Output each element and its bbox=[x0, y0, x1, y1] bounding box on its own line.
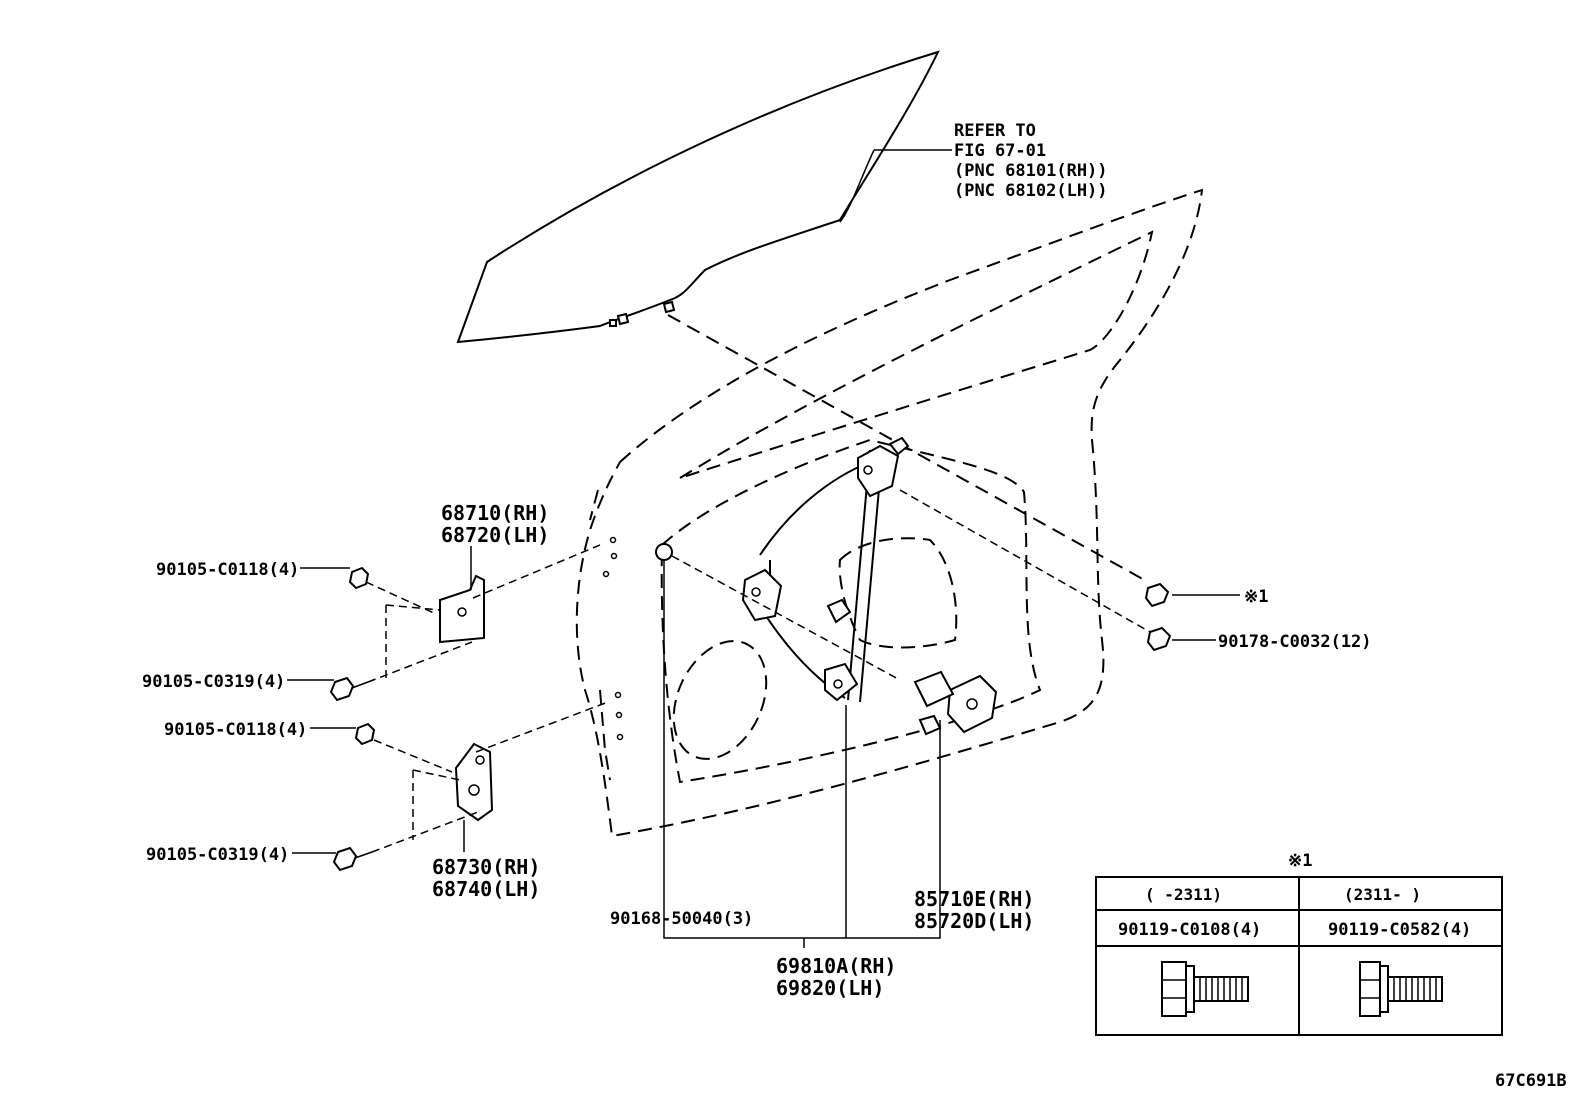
bolt-note-1 bbox=[1144, 582, 1170, 608]
lower-hinge-rh-label: 68730(RH) bbox=[432, 855, 540, 879]
bolt-upper-1-label: 90105-C0118(4) bbox=[156, 560, 299, 580]
lower-hinge bbox=[412, 701, 609, 840]
table-col1-range: ( -2311) bbox=[1145, 885, 1222, 904]
regulator-rh-label: 69810A(RH) bbox=[776, 954, 896, 978]
nut-label: 90178-C0032(12) bbox=[1218, 632, 1372, 652]
nut bbox=[899, 489, 1172, 652]
grommet bbox=[655, 543, 901, 681]
motor-lh-label: 85720D(LH) bbox=[914, 909, 1034, 933]
bolt-lower-1 bbox=[354, 722, 453, 773]
table-col1-part: 90119-C0108(4) bbox=[1118, 920, 1261, 940]
note-table: ※1 ( -2311) (2311- ) 90119-C0108(4) 9011… bbox=[1095, 851, 1503, 1036]
motor-rh-label: 85710E(RH) bbox=[914, 887, 1034, 911]
leader-lines bbox=[287, 149, 1240, 948]
flange-bolt-icon-2 bbox=[1359, 961, 1443, 1017]
glass-guide-line bbox=[667, 314, 1149, 583]
refer-note-line3: (PNC 68101(RH)) bbox=[954, 161, 1108, 181]
flange-bolt-icon-1 bbox=[1161, 961, 1249, 1017]
table-col2-part: 90119-C0582(4) bbox=[1328, 920, 1471, 940]
power-window-motor bbox=[913, 670, 998, 736]
upper-hinge-rh-label: 68710(RH) bbox=[441, 501, 549, 525]
window-regulator bbox=[741, 436, 910, 703]
bolt-upper-2-label: 90105-C0319(4) bbox=[142, 672, 285, 692]
refer-note-line1: REFER TO bbox=[954, 121, 1036, 141]
bolt-lower-2-label: 90105-C0319(4) bbox=[146, 845, 289, 865]
refer-note-line2: FIG 67-01 bbox=[954, 141, 1046, 161]
bolt-lower-1-label: 90105-C0118(4) bbox=[164, 720, 307, 740]
figure-code: 67C691B bbox=[1495, 1071, 1567, 1091]
door-panel bbox=[575, 188, 1204, 838]
bolt-upper-1 bbox=[348, 566, 437, 615]
table-col2-range: (2311- ) bbox=[1344, 885, 1421, 904]
upper-hinge bbox=[385, 544, 601, 680]
grommet-label: 90168-50040(3) bbox=[610, 909, 753, 929]
lower-hinge-lh-label: 68740(LH) bbox=[432, 877, 540, 901]
bolt-lower-2 bbox=[332, 811, 479, 872]
bolt-upper-2 bbox=[329, 641, 473, 702]
regulator-lh-label: 69820(LH) bbox=[776, 976, 884, 1000]
upper-hinge-lh-label: 68720(LH) bbox=[441, 523, 549, 547]
door-glass bbox=[456, 50, 940, 344]
note-mark-label: ※1 bbox=[1244, 587, 1268, 607]
refer-note-line4: (PNC 68102(LH)) bbox=[954, 181, 1108, 201]
table-mark: ※1 bbox=[1288, 851, 1312, 871]
